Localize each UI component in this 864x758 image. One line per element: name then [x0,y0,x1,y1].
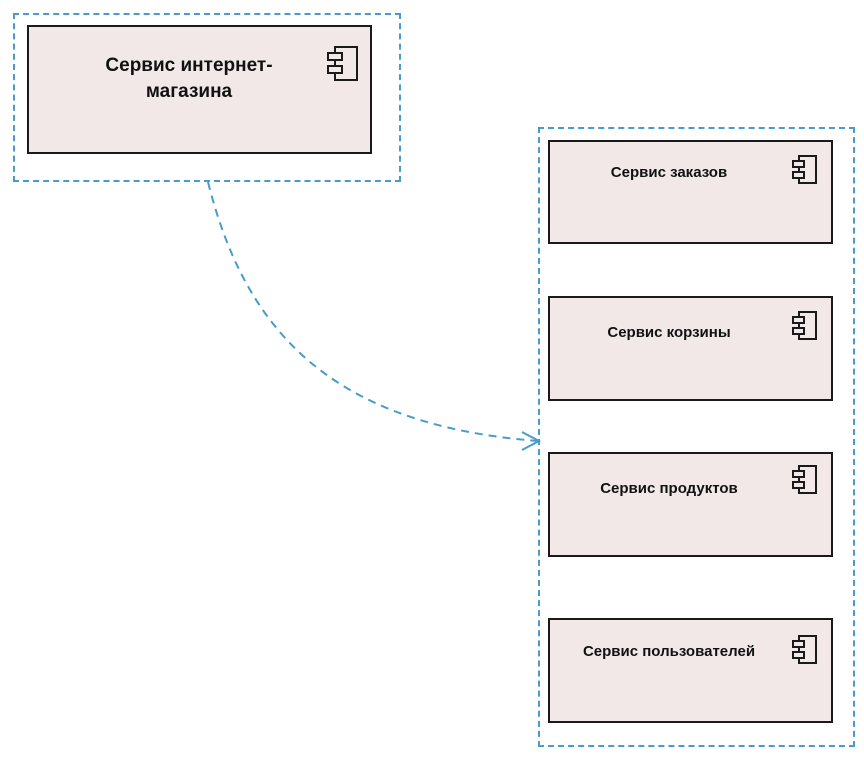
services-group [538,127,855,747]
orders-service-component[interactable]: Сервис заказов [548,140,833,244]
products-service-label: Сервис продуктов [600,480,738,497]
storefront-component-label: Сервис интернет- магазина [105,55,273,102]
storefront-component[interactable]: Сервис интернет- магазина [27,25,372,154]
storefront-group [13,13,401,182]
users-service-label: Сервис пользователей [582,643,756,660]
cart-service-label: Сервис корзины [607,324,731,341]
uml-component-icon [792,311,817,340]
orders-service-label: Сервис заказов [610,164,728,181]
uml-component-icon [792,465,817,494]
products-service-component[interactable]: Сервис продуктов [548,452,833,557]
cart-service-component[interactable]: Сервис корзины [548,296,833,401]
uml-component-icon [327,46,358,81]
uml-component-icon [792,635,817,664]
dependency-arrow-line [207,181,539,442]
users-service-component[interactable]: Сервис пользователей [548,618,833,723]
uml-component-icon [792,155,817,184]
